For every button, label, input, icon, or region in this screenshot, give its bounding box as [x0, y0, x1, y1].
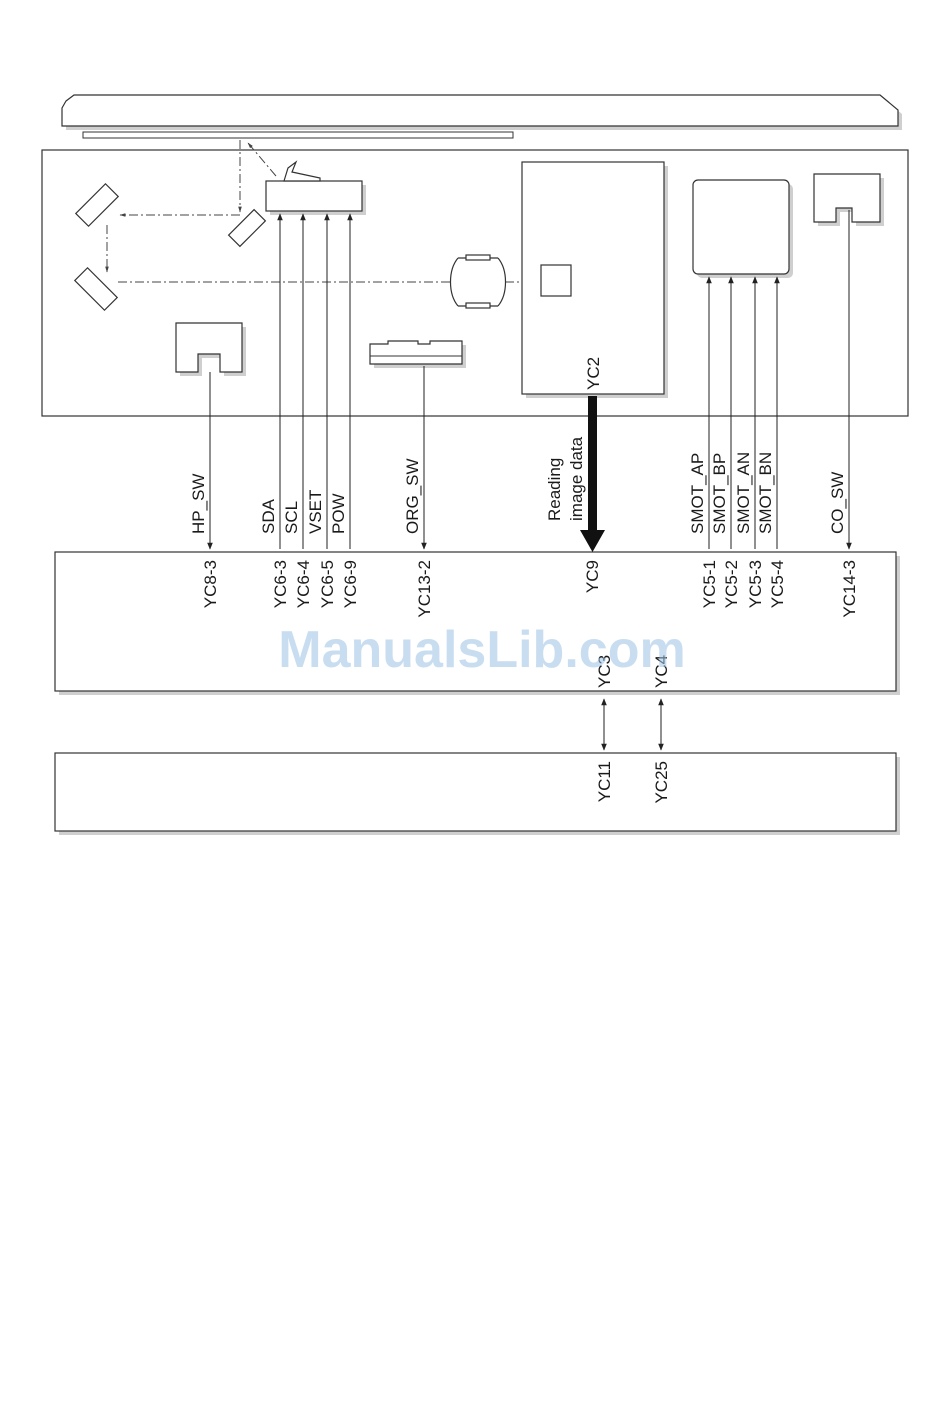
label-yc5-3: YC5-3 [746, 560, 765, 608]
label-vset: VSET [306, 490, 325, 534]
label-yc5-4: YC5-4 [768, 560, 787, 608]
mirror-1 [76, 184, 118, 226]
label-yc6-9: YC6-9 [341, 560, 360, 608]
label-smot-ap: SMOT_AP [688, 453, 707, 534]
label-hp-sw: HP_SW [189, 474, 208, 534]
label-yc6-3: YC6-3 [271, 560, 290, 608]
ccd-sensor [541, 265, 571, 296]
original-glass-strip [83, 132, 513, 138]
lens [451, 255, 506, 308]
exposure-lamp-inverter [266, 162, 366, 215]
label-image-data: image data [567, 436, 586, 521]
ccd-board: YC2 [522, 162, 668, 398]
label-scl: SCL [282, 501, 301, 534]
signal-labels: HP_SW SDA SCL VSET POW ORG_SW Reading im… [189, 436, 847, 534]
label-yc2: YC2 [584, 357, 603, 390]
label-yc5-1: YC5-1 [700, 560, 719, 608]
watermark: ManualsLib.com [278, 621, 685, 679]
label-org-sw: ORG_SW [403, 458, 422, 534]
label-pow: POW [329, 493, 348, 534]
label-yc9: YC9 [583, 560, 602, 593]
label-yc6-5: YC6-5 [318, 560, 337, 608]
mirror-3 [75, 268, 117, 310]
scanner-motor [693, 180, 793, 278]
label-co-sw: CO_SW [828, 472, 847, 534]
label-yc5-2: YC5-2 [722, 560, 741, 608]
label-reading: Reading [545, 458, 564, 521]
label-sda: SDA [259, 498, 278, 534]
label-smot-bp: SMOT_BP [710, 453, 729, 534]
label-smot-an: SMOT_AN [734, 452, 753, 534]
label-smot-bn: SMOT_BN [756, 452, 775, 534]
contact-glass [62, 95, 902, 130]
label-yc6-4: YC6-4 [294, 560, 313, 608]
original-size-sensor [370, 341, 466, 368]
home-position-switch [176, 323, 246, 376]
label-yc14-3: YC14-3 [840, 560, 859, 618]
label-yc8-3: YC8-3 [201, 560, 220, 608]
engine-pwb [55, 753, 900, 835]
label-yc13-2: YC13-2 [415, 560, 434, 618]
label-yc25: YC25 [652, 761, 671, 804]
label-yc11: YC11 [595, 761, 614, 802]
